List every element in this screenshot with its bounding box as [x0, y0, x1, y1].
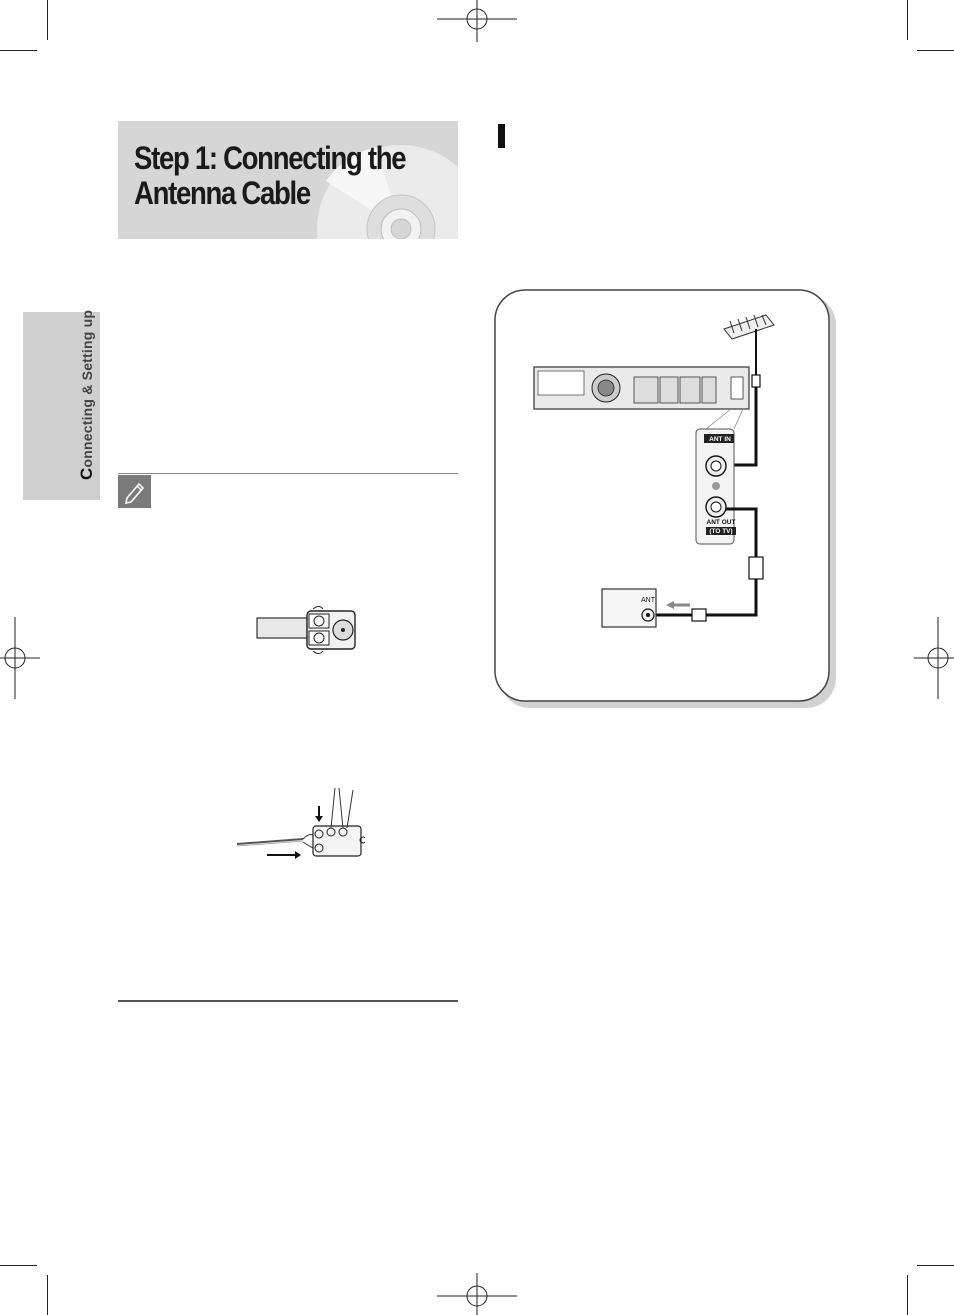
registration-mark-right: [914, 617, 954, 699]
registration-mark-top: [437, 0, 517, 42]
coax-adapter-illustration: [256, 606, 356, 654]
title-line-1: Step 1: Connecting the: [134, 140, 407, 176]
section-tab-label: Connecting & Setting up: [77, 310, 97, 480]
crop-mark: [0, 50, 37, 51]
ant-out-label: ANT OUT: [707, 519, 736, 526]
disc-icon: [317, 145, 458, 239]
page-title: Step 1: Connecting the Antenna Cable: [134, 140, 407, 211]
note-divider: [118, 473, 458, 474]
tv-ant-label: ANT: [641, 597, 656, 604]
crop-mark: [47, 1275, 48, 1315]
section-tab-rest: onnecting & Setting up: [79, 309, 95, 468]
crop-mark: [917, 1265, 954, 1266]
registration-mark-left: [0, 617, 40, 699]
section-tab: [23, 312, 100, 500]
crop-mark: [917, 50, 954, 51]
recorder-back-panel: [533, 366, 750, 430]
tv-icon: [601, 588, 657, 628]
antenna-icon: [723, 314, 775, 388]
antenna-jack-panel: [695, 428, 736, 545]
crop-mark: [907, 1275, 908, 1315]
splitter-illustration: [236, 787, 365, 859]
antenna-connection-diagram: ANT IN ANT OUT (TO TV) ANT: [494, 289, 837, 709]
step-marker-icon: [498, 124, 505, 148]
crop-mark: [47, 0, 48, 40]
pencil-icon: [118, 475, 151, 508]
section-tab-initial: C: [77, 467, 96, 480]
registration-mark-bottom: [437, 1273, 517, 1315]
title-line-2: Antenna Cable: [134, 175, 311, 211]
crop-mark: [907, 0, 908, 40]
crop-mark: [0, 1265, 37, 1266]
section-divider: [118, 1000, 458, 1002]
title-banner: Step 1: Connecting the Antenna Cable: [118, 121, 458, 239]
ant-in-label: ANT IN: [709, 436, 731, 443]
ant-out-sublabel: (TO TV): [709, 528, 732, 535]
